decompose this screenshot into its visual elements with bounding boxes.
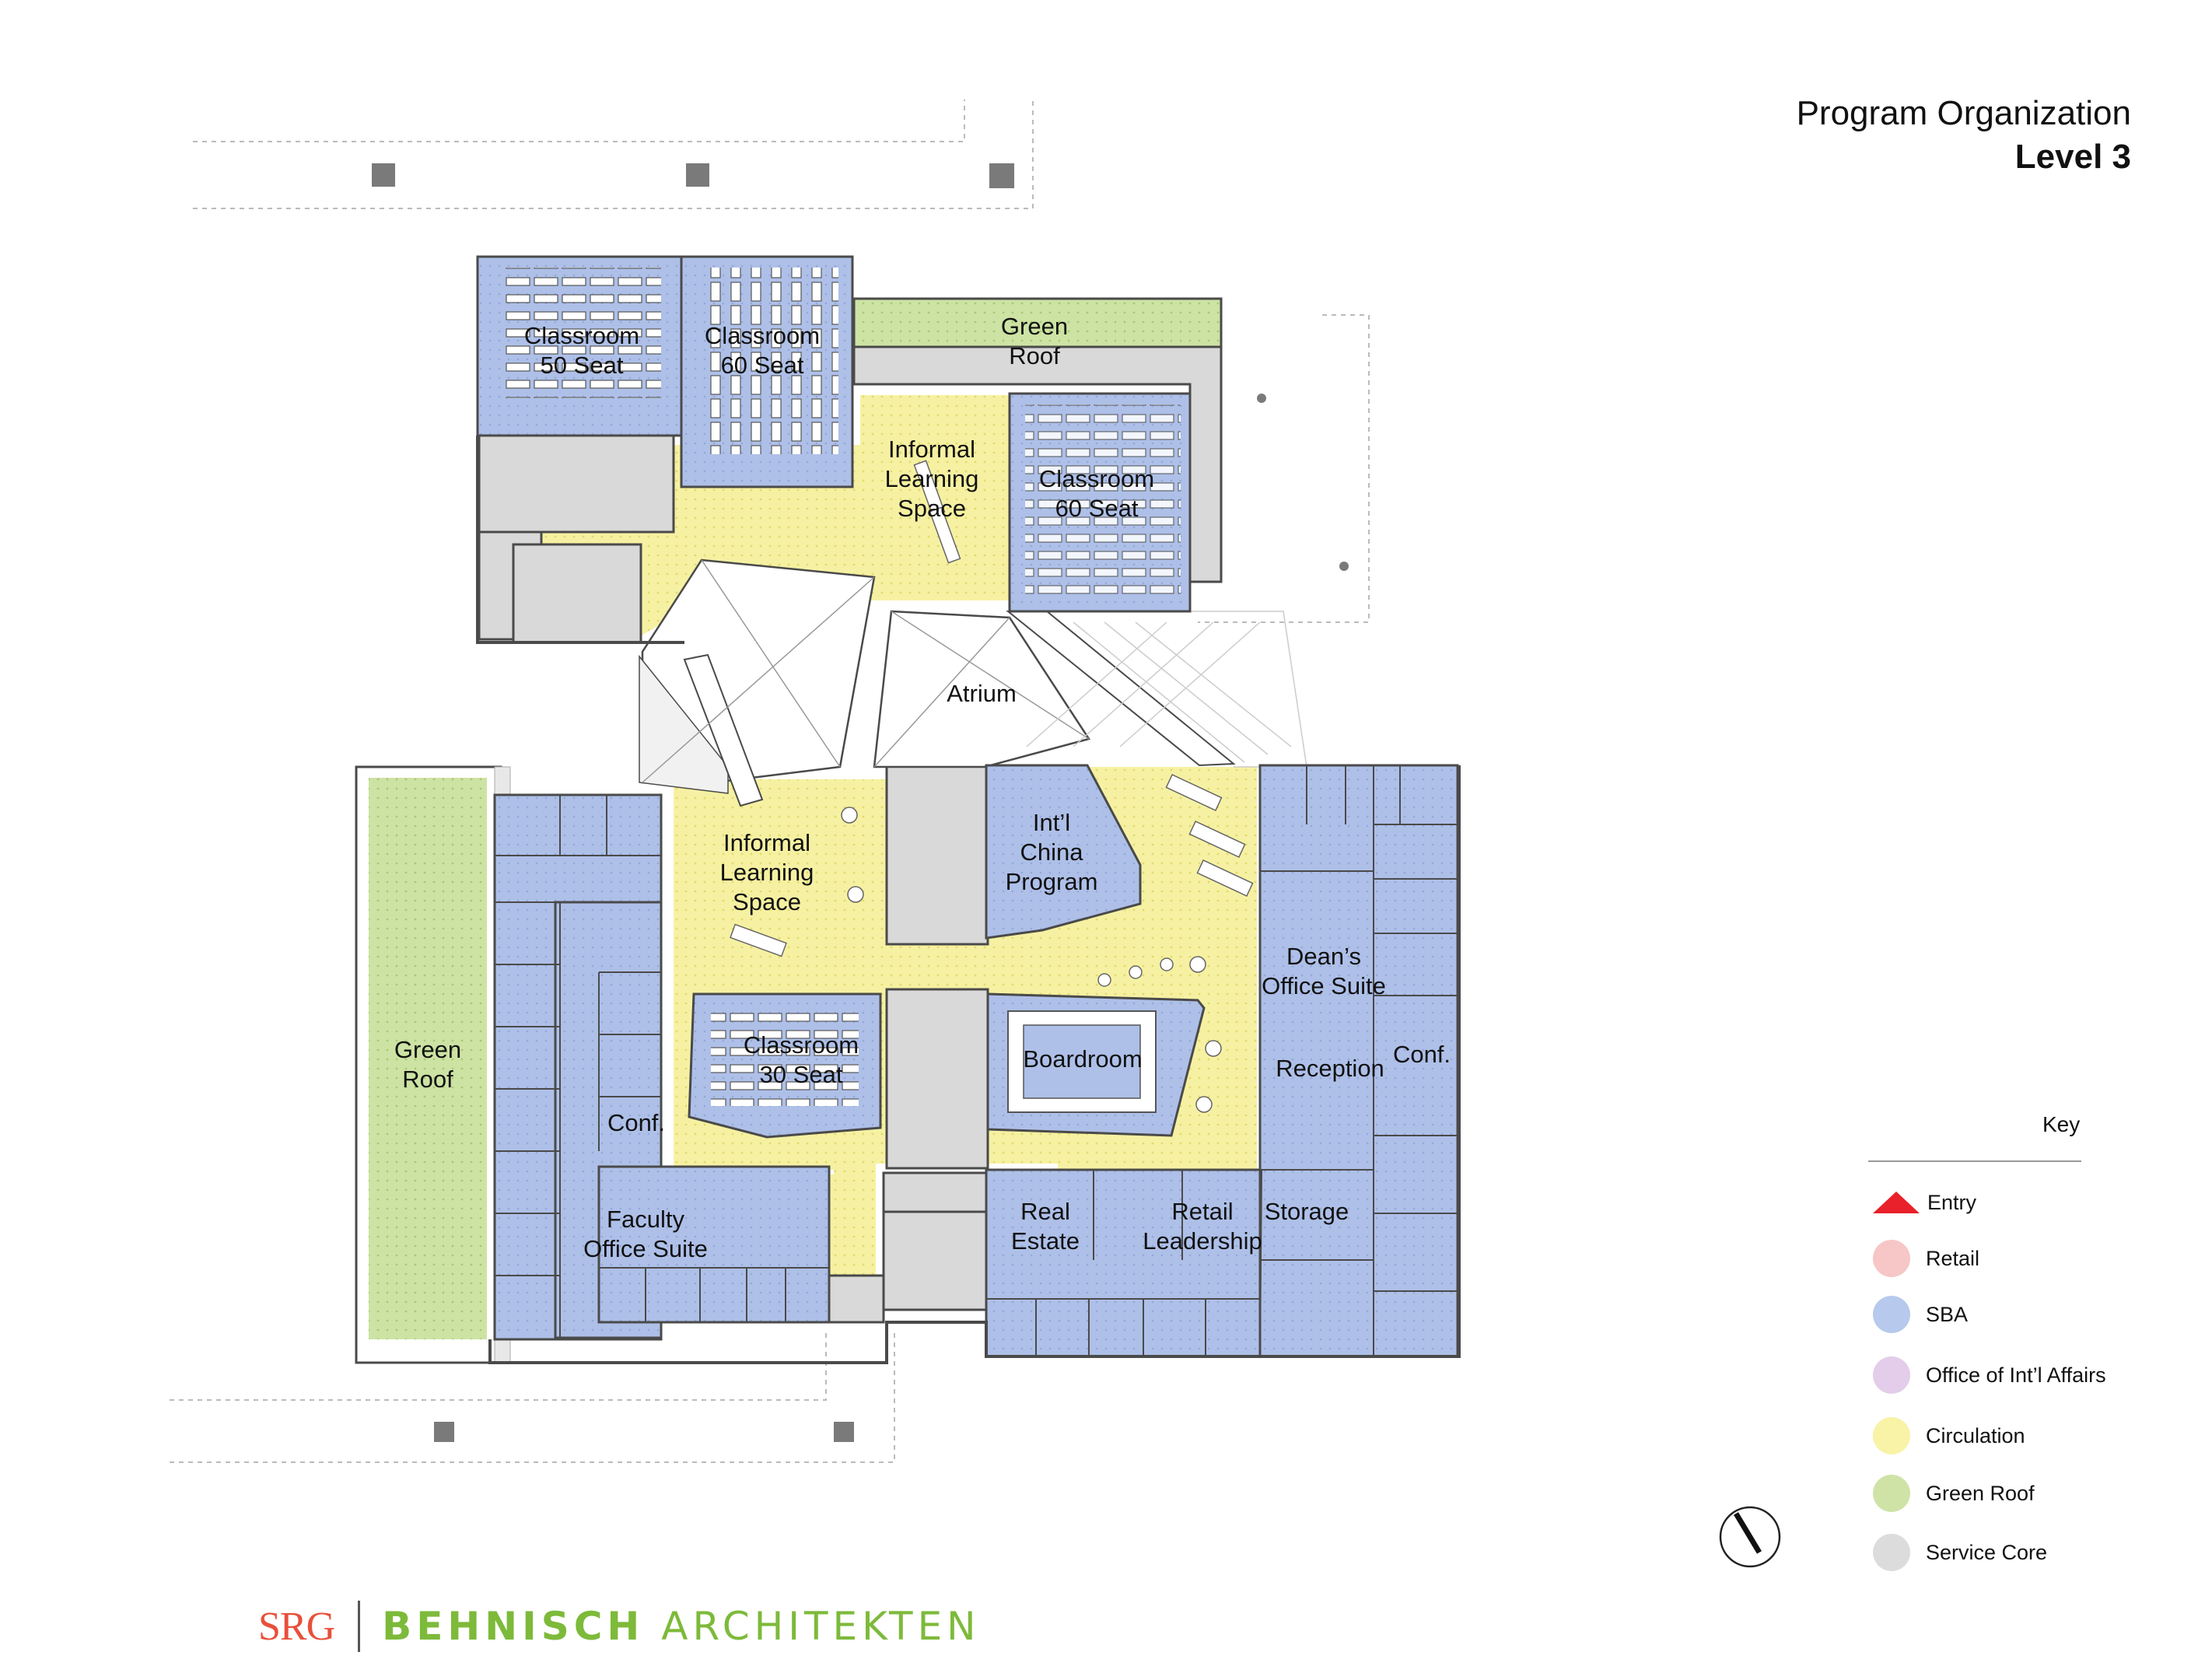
key-item-circulation: Circulation bbox=[1873, 1414, 2025, 1458]
label-conf-left: Conf. bbox=[607, 1109, 665, 1136]
outer-walls bbox=[476, 436, 1461, 1364]
retail-swatch bbox=[1873, 1240, 1910, 1277]
label-conf-right: Conf. bbox=[1393, 1041, 1451, 1068]
page-title: Program Organization bbox=[1796, 94, 2131, 132]
intl-affairs-swatch bbox=[1873, 1356, 1910, 1394]
atrium-diagonal-lines bbox=[642, 559, 1090, 783]
firm-logo: SRG BEHNISCH ARCHITEKTEN bbox=[258, 1599, 981, 1654]
service-cores bbox=[478, 431, 989, 1324]
entry-triangle-icon bbox=[1873, 1192, 1920, 1213]
atrium bbox=[639, 558, 1236, 807]
label-storage: Storage bbox=[1265, 1198, 1349, 1225]
north-arrow-icon bbox=[1719, 1506, 1781, 1568]
green-roof-left bbox=[355, 765, 511, 1364]
sba-swatch bbox=[1873, 1296, 1910, 1333]
key-item-service-core: Service Core bbox=[1873, 1531, 2047, 1574]
site-outline bbox=[170, 100, 1370, 1463]
service-core-swatch bbox=[1873, 1534, 1910, 1571]
key-item-green-roof: Green Roof bbox=[1873, 1472, 2035, 1515]
green-roof-swatch bbox=[1873, 1475, 1910, 1512]
furniture bbox=[506, 268, 1181, 1113]
columns bbox=[372, 163, 1349, 1442]
key-item-retail: Retail bbox=[1873, 1237, 1979, 1280]
title-block: Program Organization Level 3 bbox=[1797, 92, 2131, 179]
informal-seating bbox=[730, 460, 1254, 1113]
label-reception: Reception bbox=[1276, 1055, 1384, 1082]
office-partitions bbox=[495, 765, 1458, 1357]
key-title: Key bbox=[2042, 1112, 2081, 1136]
glass-canopy bbox=[1026, 611, 1307, 768]
label-atrium: Atrium bbox=[947, 680, 1017, 707]
key-item-sba: SBA bbox=[1873, 1293, 1968, 1336]
key-item-intl-affairs: Office of Int’l Affairs bbox=[1873, 1353, 2106, 1397]
behnisch-logo: BEHNISCH bbox=[382, 1604, 645, 1649]
srg-logo: SRG bbox=[258, 1604, 335, 1649]
label-boardroom: Boardroom bbox=[1023, 1045, 1142, 1073]
architekten-logo: ARCHITEKTEN bbox=[661, 1604, 981, 1649]
key-item-entry: Entry bbox=[1873, 1181, 1976, 1224]
key-divider bbox=[1868, 1160, 2081, 1162]
logo-divider bbox=[358, 1601, 361, 1652]
circulation-swatch bbox=[1873, 1417, 1910, 1454]
level-label: Level 3 bbox=[2014, 138, 2131, 176]
green-roof-top bbox=[852, 297, 1223, 583]
